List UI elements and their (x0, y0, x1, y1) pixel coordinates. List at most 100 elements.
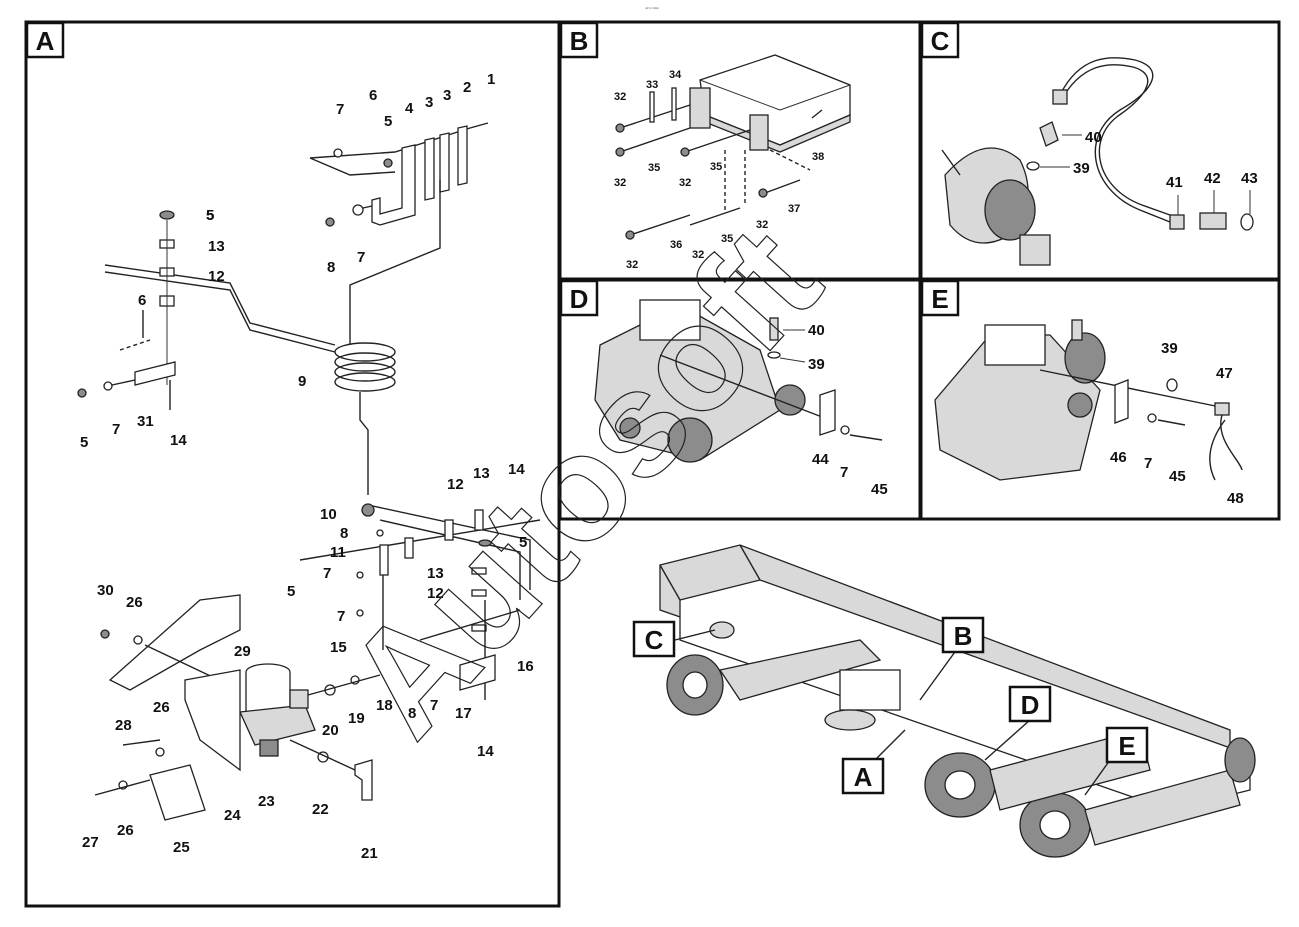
svg-text:7: 7 (323, 565, 331, 582)
svg-text:5: 5 (384, 113, 392, 130)
svg-text:45: 45 (1169, 468, 1186, 485)
overview-tag-c: C (632, 620, 676, 658)
svg-text:32: 32 (614, 91, 626, 103)
panel-d-callouts: 40 39 44 7 45 (808, 322, 888, 498)
svg-text:12: 12 (208, 268, 225, 285)
svg-text:C: C (931, 26, 950, 56)
svg-text:24: 24 (224, 807, 241, 824)
svg-text:17: 17 (455, 705, 472, 722)
svg-text:7: 7 (840, 464, 848, 481)
svg-text:48: 48 (1227, 490, 1244, 507)
svg-text:39: 39 (1161, 340, 1178, 357)
svg-text:39: 39 (808, 356, 825, 373)
svg-text:32: 32 (626, 259, 638, 271)
svg-text:7: 7 (336, 101, 344, 118)
svg-text:A: A (854, 762, 873, 792)
svg-text:44: 44 (812, 451, 829, 468)
chassis-overview (659, 544, 1256, 858)
svg-text:23: 23 (258, 793, 275, 810)
panel-e-callouts: 39 47 46 7 45 48 (1110, 340, 1244, 507)
svg-text:16: 16 (517, 658, 534, 675)
svg-text:42: 42 (1204, 170, 1221, 187)
svg-text:36: 36 (670, 239, 682, 251)
svg-text:5: 5 (519, 534, 527, 551)
svg-text:2: 2 (463, 79, 471, 96)
svg-text:27: 27 (82, 834, 99, 851)
svg-text:32: 32 (756, 219, 768, 231)
panel-a-callouts: 1 2 3 3 4 5 6 7 5 8 7 5 13 12 6 9 5 7 31… (80, 71, 534, 862)
svg-text:8: 8 (327, 259, 335, 276)
svg-text:5: 5 (206, 207, 214, 224)
svg-text:12: 12 (427, 585, 444, 602)
panel-c-drawing (941, 57, 1254, 266)
svg-text:32: 32 (614, 177, 626, 189)
svg-text:41: 41 (1166, 174, 1183, 191)
svg-text:11: 11 (330, 544, 346, 561)
svg-text:25: 25 (173, 839, 190, 856)
svg-text:14: 14 (170, 432, 187, 449)
svg-text:12: 12 (447, 476, 464, 493)
svg-text:35: 35 (710, 161, 722, 173)
svg-text:5: 5 (206, 207, 214, 224)
svg-text:C: C (645, 625, 664, 655)
svg-text:38: 38 (812, 151, 824, 163)
svg-text:3: 3 (425, 94, 433, 111)
svg-text:13: 13 (473, 465, 490, 482)
svg-text:A: A (36, 26, 55, 56)
svg-text:43: 43 (1241, 170, 1258, 187)
svg-text:6: 6 (369, 87, 377, 104)
svg-text:19: 19 (348, 710, 365, 727)
panel-d-tag: D (559, 279, 599, 317)
svg-text:35: 35 (648, 162, 660, 174)
svg-text:40: 40 (808, 322, 825, 339)
svg-text:7: 7 (430, 697, 438, 714)
overview-tag-d: D (1008, 685, 1052, 723)
panel-c-callouts: 40 39 41 42 43 (1073, 129, 1258, 191)
svg-text:9: 9 (298, 373, 306, 390)
overview-tag-b: B (941, 616, 985, 654)
svg-text:28: 28 (115, 717, 132, 734)
svg-text:10: 10 (320, 506, 337, 523)
svg-text:6: 6 (138, 292, 146, 309)
svg-text:32: 32 (692, 249, 704, 261)
header-mark: ᵉᴿ ᴳ ᴳᴳᴳ (645, 6, 658, 11)
svg-text:37: 37 (788, 203, 800, 215)
svg-text:8: 8 (408, 705, 416, 722)
panel-e-drawing (934, 319, 1243, 481)
svg-text:39: 39 (1073, 160, 1090, 177)
svg-text:7: 7 (337, 608, 345, 625)
panel-a-frame (24, 20, 561, 908)
panel-b-callouts: 32 33 34 32 35 32 35 38 32 36 32 35 32 3… (614, 69, 824, 271)
svg-text:13: 13 (427, 565, 444, 582)
svg-text:40: 40 (1085, 129, 1102, 146)
overview-tag-a: A (841, 757, 885, 795)
svg-text:D: D (570, 284, 589, 314)
overview-tag-e: E (1105, 726, 1149, 764)
svg-text:B: B (570, 26, 589, 56)
svg-text:22: 22 (312, 801, 329, 818)
svg-text:D: D (1021, 690, 1040, 720)
svg-text:5: 5 (287, 583, 295, 600)
svg-text:7: 7 (1144, 455, 1152, 472)
svg-text:32: 32 (679, 177, 691, 189)
svg-text:5: 5 (80, 434, 88, 451)
svg-text:46: 46 (1110, 449, 1127, 466)
svg-text:14: 14 (508, 461, 525, 478)
svg-text:30: 30 (97, 582, 114, 599)
panel-e-tag: E (920, 279, 960, 317)
svg-text:34: 34 (669, 69, 682, 81)
svg-text:21: 21 (361, 845, 378, 862)
panel-d-drawing (594, 299, 883, 463)
svg-text:35: 35 (721, 233, 733, 245)
svg-text:31: 31 (137, 413, 154, 430)
svg-text:14: 14 (477, 743, 494, 760)
svg-text:45: 45 (871, 481, 888, 498)
svg-text:1: 1 (487, 71, 495, 88)
panel-a-tag: A (25, 21, 65, 59)
svg-text:20: 20 (322, 722, 339, 739)
panel-b-tag: B (559, 21, 599, 59)
coil-hose (334, 342, 396, 495)
panel-a-drawing (77, 122, 541, 821)
svg-text:7: 7 (112, 421, 120, 438)
